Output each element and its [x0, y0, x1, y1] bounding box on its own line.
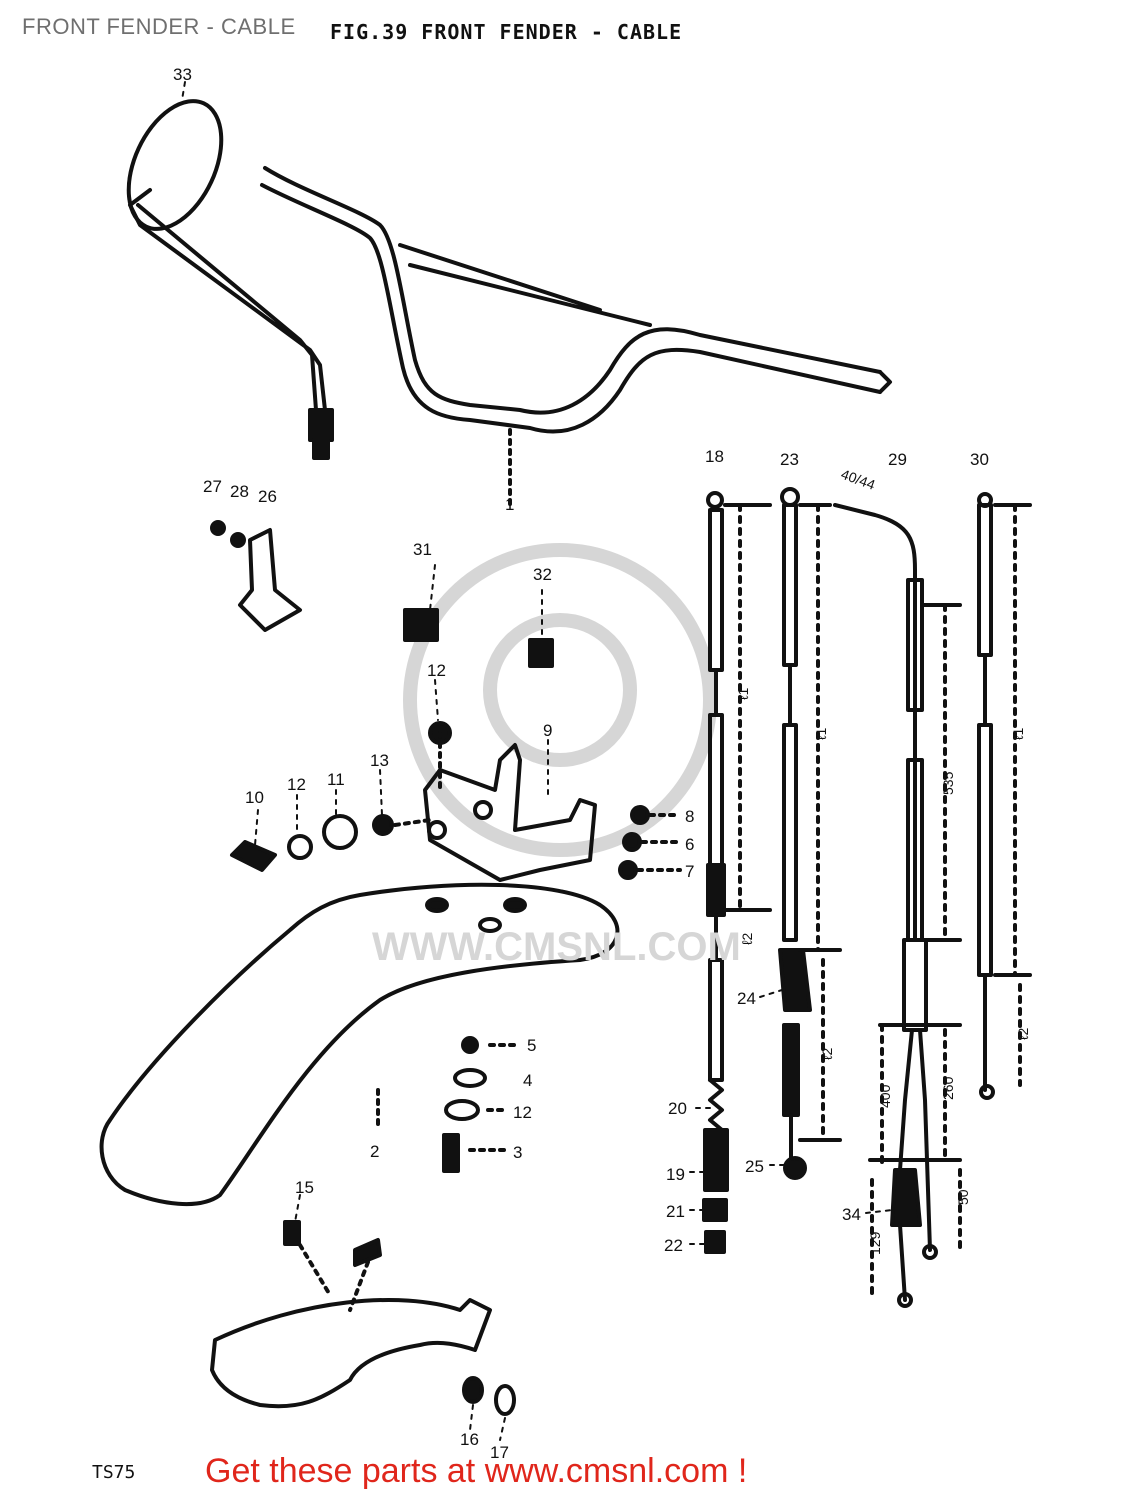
callout-33: 33 — [173, 65, 192, 84]
callout-20: 20 — [668, 1099, 687, 1118]
callout-18: 18 — [705, 447, 724, 466]
callout-2: 2 — [370, 1142, 379, 1161]
dim-50: 50 — [955, 1189, 971, 1205]
callout-23: 23 — [780, 450, 799, 469]
mirror-part — [126, 99, 334, 460]
callout-13: 13 — [370, 751, 389, 770]
callout-1: 1 — [505, 495, 514, 514]
leader-lines — [181, 81, 893, 1441]
callout-27: 27 — [203, 477, 222, 496]
clamp-32 — [528, 638, 554, 668]
bracket-part — [210, 520, 302, 632]
mud-flap-part — [210, 1220, 516, 1416]
callout-28: 28 — [230, 482, 249, 501]
callout-5: 5 — [527, 1036, 536, 1055]
watermark-text: WWW.CMSNL.COM — [372, 925, 741, 969]
callout-31: 31 — [413, 540, 432, 559]
callout-30: 30 — [970, 450, 989, 469]
callout-9: 9 — [543, 721, 552, 740]
callout-10: 10 — [245, 788, 264, 807]
callout-12a: 12 — [427, 661, 446, 680]
callout-8: 8 — [685, 807, 694, 826]
callout-11: 11 — [327, 770, 345, 789]
callout-34: 34 — [842, 1205, 861, 1224]
dim-260: 260 — [940, 1076, 956, 1100]
dim-l2-cable18: ℓ2 — [739, 932, 755, 945]
sheet-code: TS75 — [92, 1462, 136, 1483]
footer-cta-link[interactable]: Get these parts at www.cmsnl.com ! — [205, 1452, 748, 1490]
callout-26: 26 — [258, 487, 277, 506]
callout-6: 6 — [685, 835, 694, 854]
cable-29 — [833, 503, 962, 1308]
callout-21: 21 — [666, 1202, 685, 1221]
callout-22: 22 — [664, 1236, 683, 1255]
handlebar-part — [260, 166, 892, 507]
callout-4: 4 — [523, 1071, 532, 1090]
callout-16: 16 — [460, 1430, 479, 1449]
callout-3: 3 — [513, 1143, 522, 1162]
callout-15: 15 — [295, 1178, 314, 1197]
callout-32: 32 — [533, 565, 552, 584]
cable-30 — [977, 492, 1032, 1100]
callout-12b: 12 — [287, 775, 306, 794]
cable-23 — [778, 487, 842, 1180]
page-title: FRONT FENDER - CABLE — [22, 14, 296, 39]
callout-17: 17 — [490, 1443, 509, 1462]
dim-400: 400 — [877, 1084, 893, 1108]
dim-40-44: 40/44 — [839, 466, 878, 493]
dim-535: 535 — [940, 771, 956, 795]
callout-19: 19 — [666, 1165, 685, 1184]
clamp-31 — [403, 608, 439, 642]
watermark-logo — [403, 543, 717, 857]
dim-129: 129 — [867, 1231, 883, 1255]
dim-l1-cable30: ℓ1 — [1010, 727, 1026, 740]
dim-l2-cable30: ℓ2 — [1015, 1027, 1031, 1040]
cable-18 — [702, 491, 772, 1254]
fender-bracket-part — [230, 721, 682, 882]
dim-l1-cable18: ℓ1 — [735, 687, 751, 700]
callout-numbers: 33 1 27 28 26 31 32 12 9 13 10 12 11 8 6… — [173, 65, 989, 1462]
front-fender-part — [99, 882, 620, 1206]
callout-24: 24 — [737, 989, 756, 1008]
figure-heading: FIG.39 FRONT FENDER - CABLE — [330, 20, 683, 44]
dim-l1-cable23: ℓ1 — [813, 727, 829, 740]
callout-12c: 12 — [513, 1103, 532, 1122]
dim-l2-cable23: ℓ2 — [819, 1047, 835, 1060]
callout-29: 29 — [888, 450, 907, 469]
callout-7: 7 — [685, 862, 694, 881]
callout-25: 25 — [745, 1157, 764, 1176]
dimension-labels: ℓ1 ℓ2 ℓ1 ℓ2 40/44 535 400 260 50 129 ℓ1 … — [735, 466, 1031, 1255]
